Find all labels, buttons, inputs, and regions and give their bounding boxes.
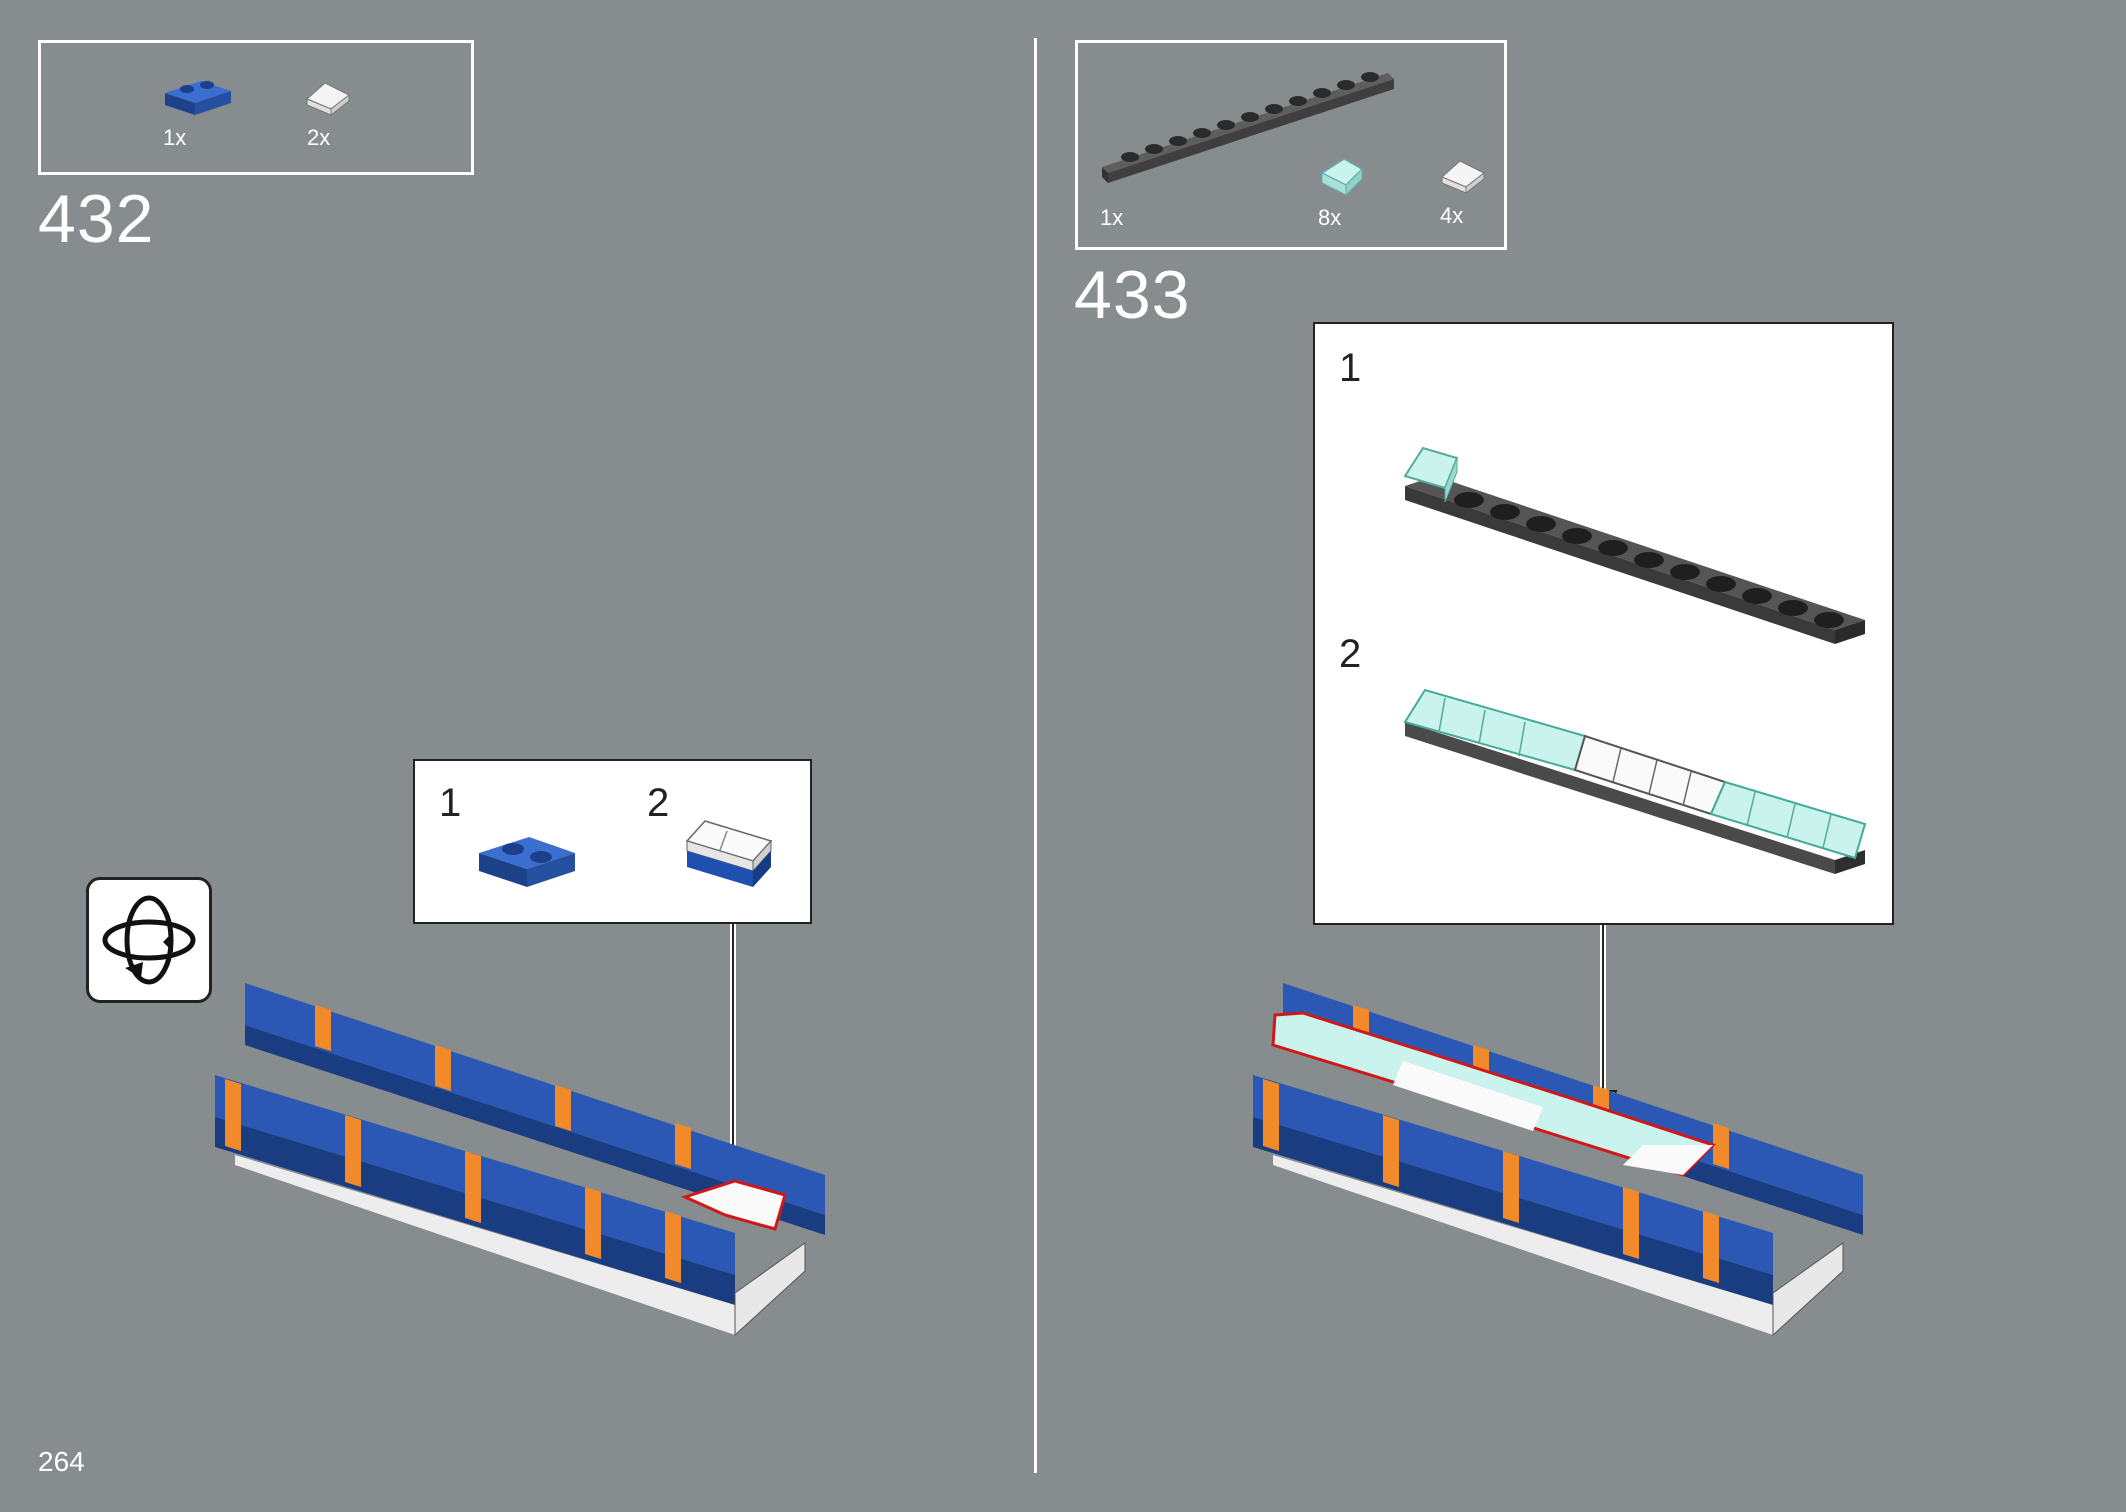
- parts-list-432: 1x 2x: [38, 40, 474, 175]
- parts-list-433: 1x 8x 4x: [1075, 40, 1507, 250]
- part-qty: 4x: [1440, 203, 1464, 228]
- substep-label: 2: [647, 781, 670, 825]
- substep-label: 1: [439, 781, 462, 825]
- part-qty: 2x: [307, 125, 331, 150]
- dark-gray-plate-1x12-icon: [1403, 446, 1865, 644]
- rotate-model-icon: [86, 877, 212, 1003]
- blue-plate-1x2-icon: [479, 837, 575, 887]
- part-qty: 8x: [1318, 205, 1342, 230]
- callout-432: 1 2: [413, 759, 812, 924]
- step-number-432: 432: [38, 181, 155, 257]
- dark-gray-plate-1x12-icon: [1102, 72, 1394, 183]
- substep-label: 1: [1339, 346, 1362, 390]
- slope-row-icon: [1403, 688, 1867, 874]
- step-number-433: 433: [1074, 257, 1191, 333]
- model-illustration-432: [215, 983, 825, 1337]
- page-number: 264: [38, 1446, 85, 1477]
- white-slope-pair-icon: [685, 820, 773, 887]
- page-divider: [1034, 38, 1037, 1473]
- part-qty: 1x: [163, 125, 187, 150]
- callout-433: 1 2: [1313, 322, 1894, 925]
- blue-plate-1x2-icon: [165, 81, 231, 115]
- white-slope-icon: [306, 82, 350, 117]
- white-slope-icon: [1441, 160, 1485, 195]
- substep-label: 2: [1339, 632, 1362, 676]
- model-illustration-433: [1253, 983, 1863, 1337]
- trans-light-blue-slope-icon: [1320, 158, 1364, 197]
- part-qty: 1x: [1100, 205, 1124, 230]
